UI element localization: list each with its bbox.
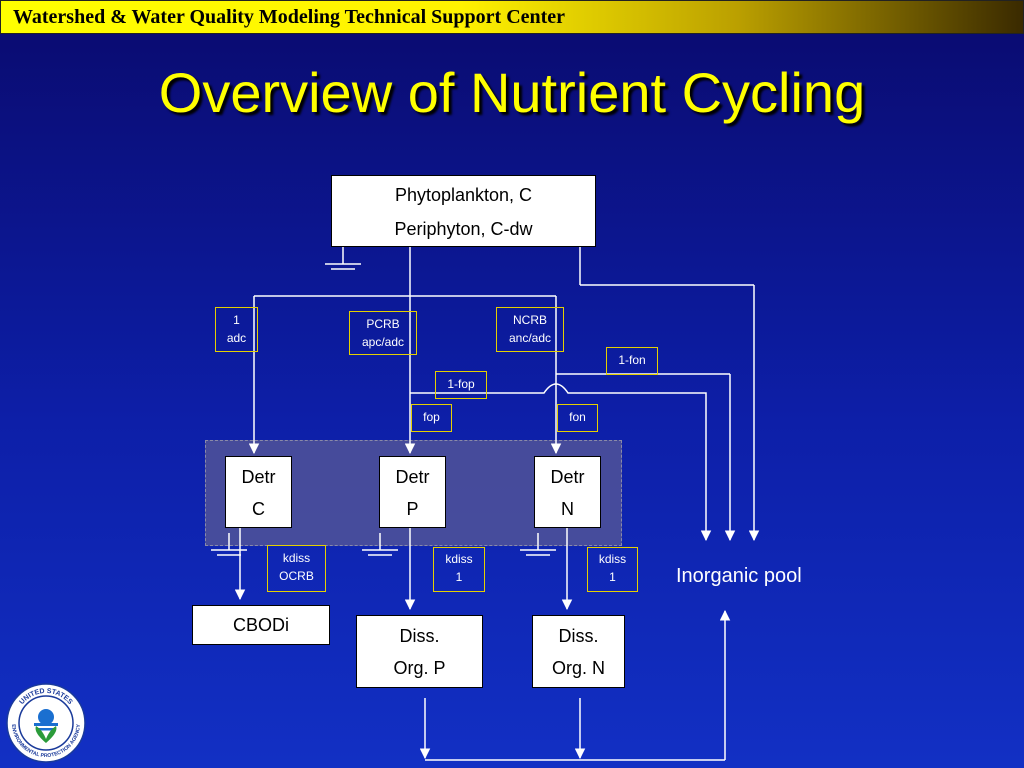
detritus-carbon-line2: C xyxy=(252,499,265,519)
epa-logo-icon: UNITED STATES ENVIRONMENTAL PROTECTION A… xyxy=(6,683,86,763)
kdiss-carbon-line1: kdiss xyxy=(282,551,311,565)
kdiss-nitrogen-line2: 1 xyxy=(609,570,616,584)
detritus-phosphorus-line2: P xyxy=(406,499,419,519)
header-text: Watershed & Water Quality Modeling Techn… xyxy=(13,6,566,28)
slide-title: Overview of Nutrient Cycling xyxy=(158,61,866,124)
ratio-nitrogen-line1: NCRB xyxy=(512,313,547,327)
fraction-fop-label: fop xyxy=(423,410,440,424)
fraction-tag-fop: fop xyxy=(411,404,452,432)
fraction-1-fon-label: 1-fon xyxy=(618,353,646,367)
kdiss-nitrogen-line1: kdiss xyxy=(598,552,627,566)
detritus-carbon-box: Detr C xyxy=(225,456,292,528)
detritus-nitrogen-box: Detr N xyxy=(534,456,601,528)
ratio-phosphorus-line2: apc/adc xyxy=(361,335,405,349)
diss-org-n-line1: Diss. xyxy=(558,626,599,646)
fraction-1-fop-label: 1-fop xyxy=(447,377,475,391)
fraction-tag-1-fop: 1-fop xyxy=(435,371,487,399)
phytoplankton-source-box: Phytoplankton, C Periphyton, C-dw xyxy=(331,175,596,247)
kdiss-tag-phosphorus: kdiss 1 xyxy=(433,547,485,592)
cbodi-label: CBODi xyxy=(232,615,289,635)
kdiss-phosphorus-line1: kdiss xyxy=(445,552,473,566)
ratio-tag-carbon: 1 adc xyxy=(215,307,258,352)
fraction-fon-label: fon xyxy=(569,410,586,424)
inorganic-pool-label: Inorganic pool xyxy=(676,565,802,587)
cbodi-box: CBODi xyxy=(192,605,330,645)
ratio-tag-nitrogen: NCRB anc/adc xyxy=(496,307,564,352)
source-line1: Phytoplankton, C xyxy=(394,185,533,205)
ratio-nitrogen-line2: anc/adc xyxy=(508,331,552,345)
kdiss-phosphorus-line2: 1 xyxy=(455,570,463,584)
ratio-phosphorus-line1: PCRB xyxy=(366,317,400,331)
diss-org-n-box: Diss. Org. N xyxy=(532,615,625,688)
diss-org-p-line1: Diss. xyxy=(399,626,440,646)
detritus-phosphorus-line1: Detr xyxy=(395,467,430,487)
diss-org-n-line2: Org. N xyxy=(551,658,605,678)
fraction-tag-1-fon: 1-fon xyxy=(606,347,658,375)
diss-org-p-line2: Org. P xyxy=(393,658,446,678)
fraction-tag-fon: fon xyxy=(557,404,598,432)
detritus-nitrogen-line2: N xyxy=(561,499,574,519)
ratio-carbon-line1: 1 xyxy=(233,313,240,327)
detritus-phosphorus-box: Detr P xyxy=(379,456,446,528)
diss-org-p-box: Diss. Org. P xyxy=(356,615,483,688)
source-line2: Periphyton, C-dw xyxy=(394,219,533,239)
header-bar: Watershed & Water Quality Modeling Techn… xyxy=(0,0,1024,34)
kdiss-tag-carbon: kdiss OCRB xyxy=(267,545,326,592)
kdiss-carbon-line2: OCRB xyxy=(279,569,314,583)
ratio-tag-phosphorus: PCRB apc/adc xyxy=(349,311,417,355)
ratio-carbon-line2: adc xyxy=(226,331,247,345)
detritus-carbon-line1: Detr xyxy=(241,467,276,487)
detritus-nitrogen-line1: Detr xyxy=(550,467,585,487)
kdiss-tag-nitrogen: kdiss 1 xyxy=(587,547,638,592)
